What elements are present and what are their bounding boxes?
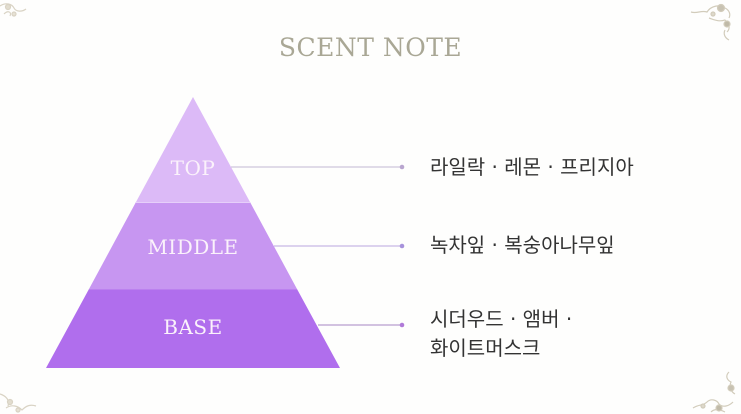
floral-ornament-top-right-icon xyxy=(690,3,731,41)
connector-dot-top xyxy=(399,164,405,170)
tier-label-middle: MIDDLE xyxy=(147,235,239,259)
floral-ornament-bottom-right-icon xyxy=(692,371,736,413)
top-notes-text: 라일락 · 레몬 · 프리지아 xyxy=(430,155,634,179)
middle-notes-text: 녹차잎 · 복숭아나무잎 xyxy=(430,233,615,257)
pyramid-tier-middle xyxy=(89,202,297,289)
pyramid-tier-base xyxy=(46,289,340,368)
base-notes-text-line1: 시더우드 · 앰버 · xyxy=(430,307,573,331)
connector-dot-middle xyxy=(399,243,405,249)
page-title: SCENT NOTE xyxy=(278,33,463,62)
tier-label-base: BASE xyxy=(163,315,223,339)
floral-ornament-top-left-icon xyxy=(0,3,27,17)
base-notes-text-line2: 화이트머스크 xyxy=(430,336,541,360)
connector-dot-base xyxy=(399,322,405,328)
floral-ornament-bottom-left-icon xyxy=(0,393,37,413)
pyramid-tier-top xyxy=(136,97,250,202)
tier-label-top: TOP xyxy=(170,156,216,180)
